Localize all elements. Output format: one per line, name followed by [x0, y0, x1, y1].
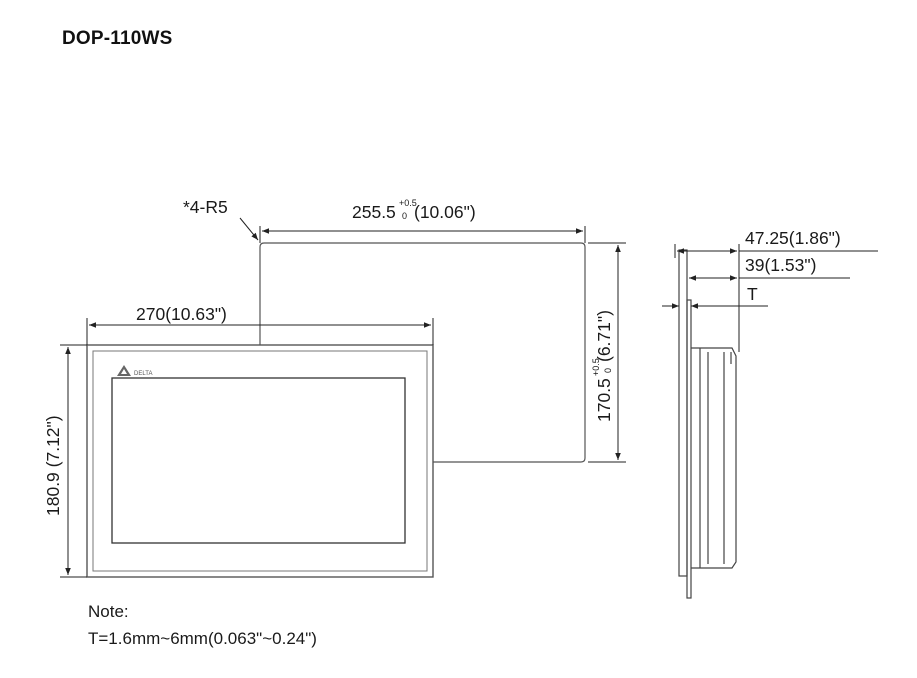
front-panel [86, 344, 434, 578]
depth-total-label: 47.25(1.86") [745, 228, 841, 248]
cutout-height-dimension [588, 242, 626, 463]
note-heading: Note: [88, 602, 129, 621]
thickness-label: T [747, 284, 758, 304]
cutout-width-value: 255.5 [352, 202, 396, 222]
front-width-dimension [86, 318, 434, 345]
cutout-height-tol-minus: 0 [603, 368, 613, 373]
delta-triangle-icon [117, 365, 131, 376]
cutout-width-dimension [259, 226, 586, 243]
cutout-width-tol-minus: 0 [402, 211, 407, 221]
front-width-label: 270(10.63") [136, 304, 227, 324]
note-text: T=1.6mm~6mm(0.063"~0.24") [88, 629, 317, 648]
note-block: Note: T=1.6mm~6mm(0.063"~0.24") [88, 598, 317, 652]
front-height-label: 180.9 (7.12") [43, 415, 63, 516]
cutout-width-tol-plus: +0.5 [399, 198, 417, 208]
cutout-outline [259, 242, 586, 463]
display-screen [111, 377, 406, 544]
front-height-dimension [60, 344, 87, 578]
side-depth-total-dimension [674, 244, 878, 352]
brand-logo-text: DELTA [134, 371, 152, 377]
depth-body-label: 39(1.53") [745, 255, 816, 275]
cutout-width-inch: (10.06") [414, 202, 476, 222]
page-title: DOP-110WS [62, 28, 173, 49]
cutout-height-label: 170.5 +0.5 0 (6.71") [591, 310, 614, 422]
corner-radius-label: *4-R5 [183, 197, 228, 217]
cutout-height-value: 170.5 [594, 378, 614, 422]
cutout-height-inch: (6.71") [594, 310, 614, 362]
side-view [678, 249, 737, 599]
cutout-height-tol-plus: +0.5 [591, 358, 601, 376]
corner-radius-leader [239, 217, 259, 241]
